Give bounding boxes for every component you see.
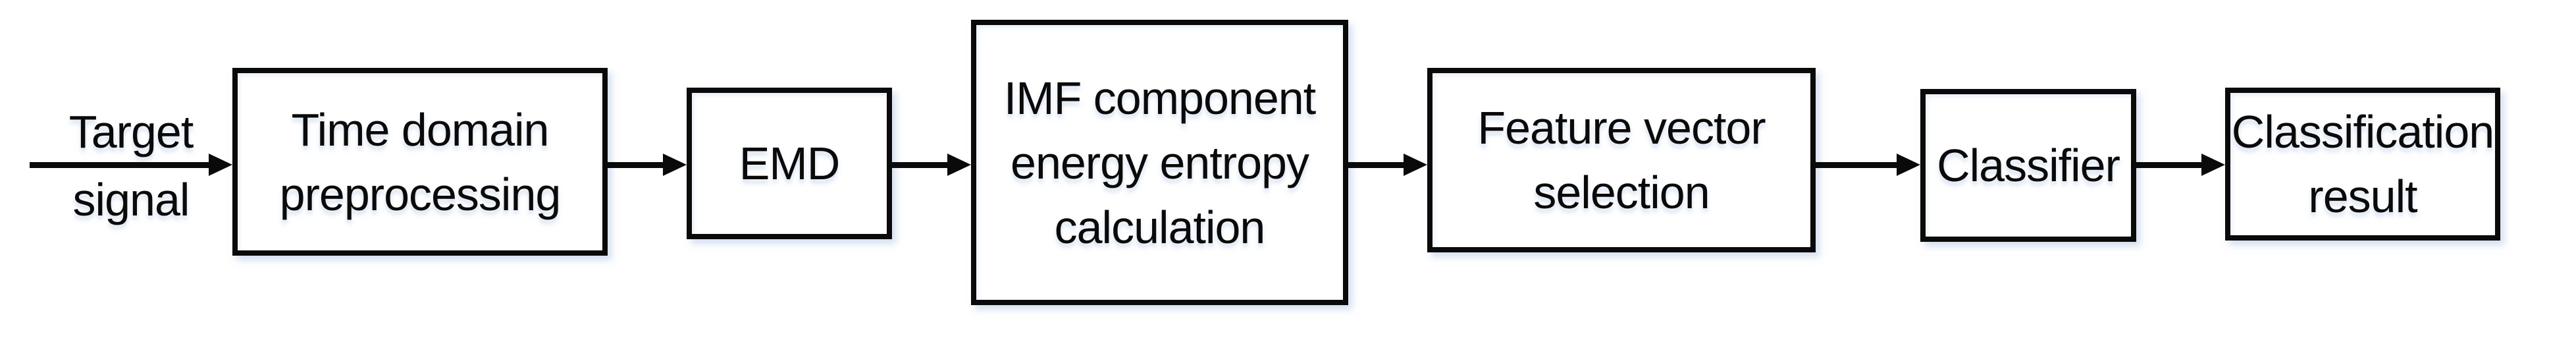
- box-text-line: Classification: [2231, 106, 2494, 157]
- arrow-head-icon: [2201, 154, 2225, 176]
- arrow-classifier-to-result: [2136, 162, 2204, 168]
- flow-box-classification-result: Classification result: [2225, 88, 2500, 241]
- box-text-line: result: [2308, 171, 2417, 222]
- flow-box-emd: EMD: [687, 88, 892, 239]
- arrow-head-icon: [947, 154, 971, 176]
- arrow-head-icon: [209, 154, 232, 176]
- flow-box-time-domain-preprocessing: Time domain preprocessing: [232, 68, 608, 256]
- arrow-head-icon: [1404, 154, 1427, 176]
- box-text-line: selection: [1533, 167, 1710, 218]
- flow-box-imf-energy-entropy-calculation: IMF component energy entropy calculation: [971, 20, 1348, 305]
- box-text-line: EMD: [739, 138, 841, 189]
- box-text-line: preprocessing: [279, 168, 562, 220]
- input-label-target: Target: [68, 106, 194, 157]
- flow-box-feature-vector-selection: Feature vector selection: [1427, 68, 1816, 252]
- input-label-signal: signal: [72, 174, 190, 225]
- box-text-line: IMF component: [1003, 72, 1316, 124]
- arrow-emd-to-imf: [892, 162, 950, 168]
- arrow-feature-to-classifier: [1816, 162, 1899, 168]
- arrow-head-icon: [1897, 154, 1920, 176]
- flow-box-classifier: Classifier: [1920, 89, 2136, 242]
- box-text-line: Feature vector: [1477, 102, 1766, 154]
- arrow-head-icon: [663, 154, 687, 176]
- box-text-line: energy entropy: [1011, 136, 1309, 188]
- box-text-line: Time domain: [291, 103, 550, 156]
- box-text-line: calculation: [1054, 201, 1266, 253]
- arrow-target-to-preprocessing: [30, 162, 211, 168]
- arrow-preprocessing-to-emd: [608, 162, 666, 168]
- box-text-line: Classifier: [1937, 140, 2120, 191]
- arrow-imf-to-feature: [1348, 162, 1406, 168]
